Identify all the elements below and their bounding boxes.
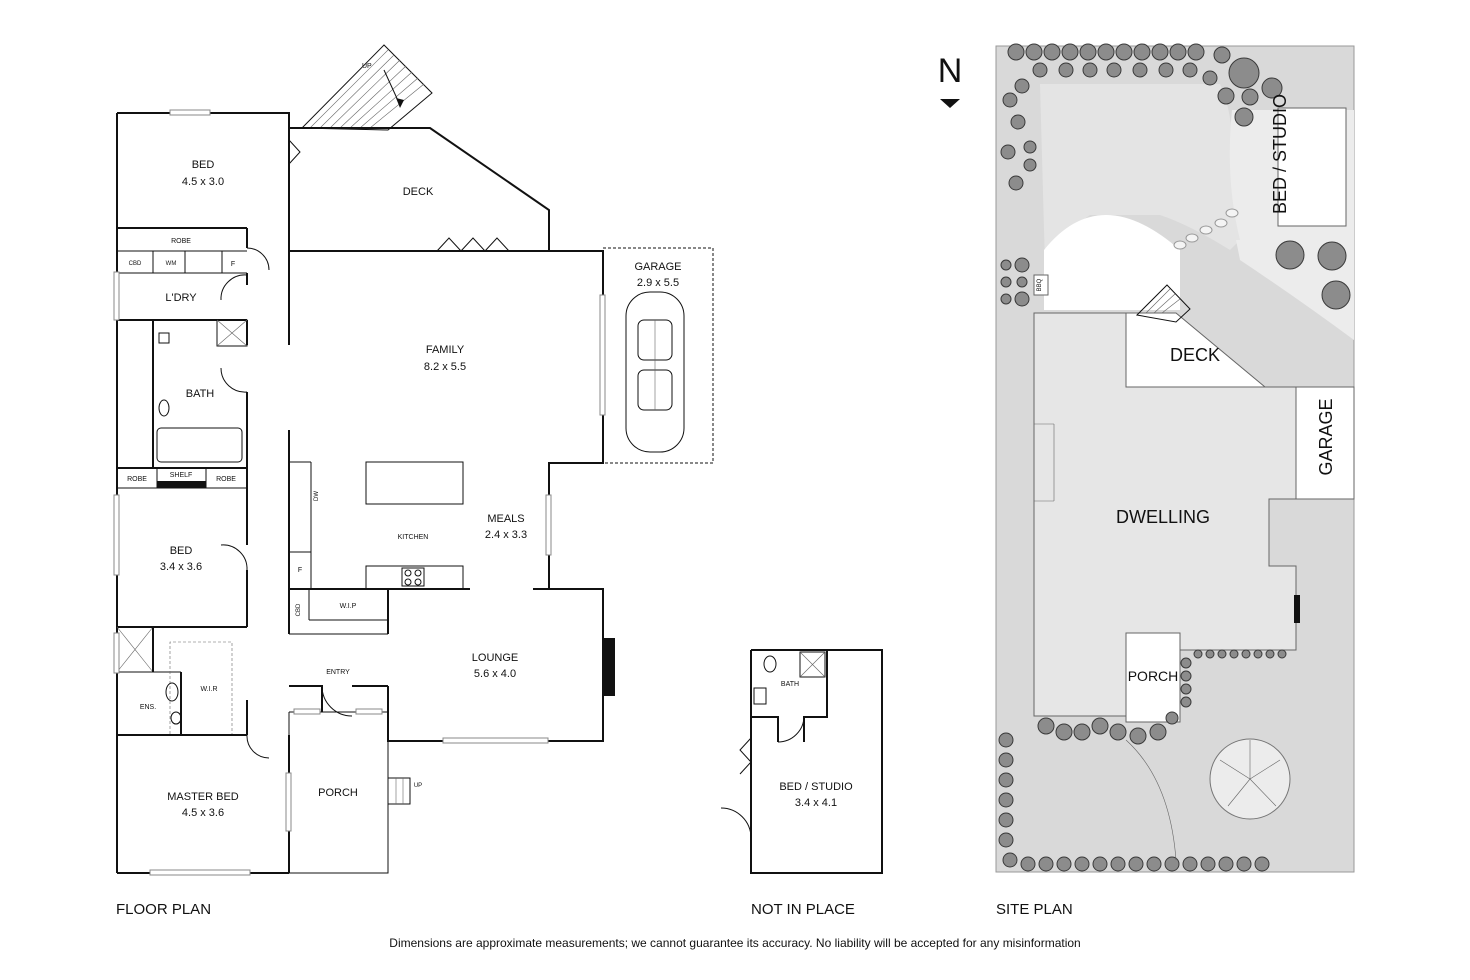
site-deck: DECK bbox=[1170, 345, 1220, 365]
wip-name: W.I.P bbox=[340, 603, 357, 610]
bed1-size: 4.5 x 3.0 bbox=[182, 176, 224, 188]
entry-name: ENTRY bbox=[326, 669, 350, 676]
site-plan-caption: SITE PLAN bbox=[996, 901, 1073, 918]
site-porch: PORCH bbox=[1128, 668, 1179, 684]
car-icon bbox=[625, 291, 685, 453]
lounge-name: LOUNGE bbox=[472, 652, 518, 664]
floor-plan-labels: BED 4.5 x 3.0 DECK UP ROBE CBD WM F L'DR… bbox=[116, 63, 682, 918]
meals-size: 2.4 x 3.3 bbox=[485, 529, 527, 541]
porch-name: PORCH bbox=[318, 787, 358, 799]
robe-left-name: ROBE bbox=[127, 476, 147, 483]
studio-name: BED / STUDIO bbox=[779, 781, 853, 793]
robe-top-name: ROBE bbox=[171, 238, 191, 245]
fridge-kitchen: F bbox=[298, 567, 302, 574]
garage-name: GARAGE bbox=[634, 261, 681, 273]
studio-caption: NOT IN PLACE bbox=[751, 901, 855, 918]
wm: WM bbox=[166, 261, 177, 267]
north-arrow-icon bbox=[940, 99, 960, 108]
disclaimer: Dimensions are approximate measurements;… bbox=[389, 936, 1080, 950]
studio-plan: BATH BED / STUDIO 3.4 x 4.1 NOT IN PLACE bbox=[720, 649, 883, 918]
site-dwelling: DWELLING bbox=[1116, 507, 1210, 527]
garage-size: 2.9 x 5.5 bbox=[637, 277, 679, 289]
site-bed-studio: BED / STUDIO bbox=[1270, 94, 1290, 214]
cbd-laundry: CBD bbox=[129, 261, 142, 267]
studio-size: 3.4 x 4.1 bbox=[795, 797, 837, 809]
bed2-size: 3.4 x 3.6 bbox=[160, 561, 202, 573]
site-bbq: BBQ bbox=[1037, 278, 1043, 291]
family-name: FAMILY bbox=[426, 344, 465, 356]
porch-stairs-label: UP bbox=[414, 783, 422, 789]
bed2-name: BED bbox=[170, 545, 193, 557]
floor-plan-caption: FLOOR PLAN bbox=[116, 901, 211, 918]
master-bed-size: 4.5 x 3.6 bbox=[182, 807, 224, 819]
studio-bath-name: BATH bbox=[781, 681, 799, 688]
bath-name: BATH bbox=[186, 388, 215, 400]
site-vegetation bbox=[998, 43, 1351, 872]
site-plan: N BED / STUDIO DECK GARAGE DWELLING PORC… bbox=[938, 43, 1355, 918]
ens-name: ENS. bbox=[140, 704, 156, 711]
laundry-name: L'DRY bbox=[165, 292, 197, 304]
deck-outline bbox=[290, 127, 550, 251]
family-size: 8.2 x 5.5 bbox=[424, 361, 466, 373]
fridge-laundry: F bbox=[231, 261, 235, 268]
deck-name: DECK bbox=[403, 186, 434, 198]
site-garage: GARAGE bbox=[1316, 398, 1336, 475]
meals-name: MEALS bbox=[487, 513, 524, 525]
deck-stairs bbox=[300, 44, 433, 131]
north-label: N bbox=[938, 52, 963, 90]
robe-right-name: ROBE bbox=[216, 476, 236, 483]
dw-name: DW bbox=[314, 491, 320, 501]
wir-name: W.I.R bbox=[200, 686, 217, 693]
shelf-name: SHELF bbox=[170, 472, 193, 479]
master-bed-name: MASTER BED bbox=[167, 791, 239, 803]
fireplace bbox=[603, 638, 615, 696]
deck-stairs-label: UP bbox=[362, 63, 372, 70]
floor-plan bbox=[113, 44, 714, 876]
kitchen-name: KITCHEN bbox=[398, 534, 429, 541]
cbd-kitchen: CBD bbox=[296, 603, 302, 616]
bed1-name: BED bbox=[192, 159, 215, 171]
lounge-size: 5.6 x 4.0 bbox=[474, 668, 516, 680]
